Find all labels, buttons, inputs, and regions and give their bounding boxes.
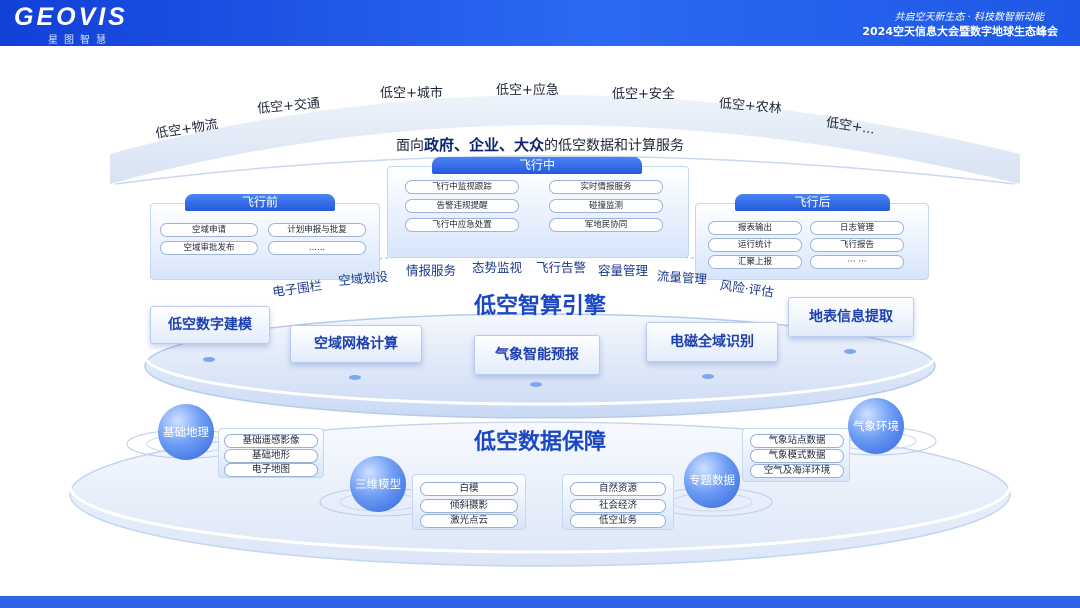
data-item: 倾斜摄影: [420, 499, 518, 513]
card-anchor: [844, 349, 856, 354]
data-item: 自然资源: [570, 482, 666, 496]
mid-item: 飞行中监视跟踪: [405, 180, 519, 194]
pre-item: ......: [268, 241, 366, 255]
weather-environment-sphere: 气象环境: [848, 398, 904, 454]
mid-item: 军地民协同: [549, 218, 663, 232]
card-anchor: [203, 357, 215, 362]
post-item: 汇聚上报: [708, 255, 802, 269]
data-item: 基础地形: [224, 449, 318, 463]
scenario-security: 低空+安全: [612, 87, 675, 102]
data-item: 空气及海洋环境: [750, 464, 844, 478]
pre-flight-tab: 飞行前: [185, 194, 335, 211]
thematic-data-sphere: 专题数据: [684, 452, 740, 508]
data-item: 低空业务: [570, 514, 666, 528]
logo-subtitle: 星图智慧: [48, 35, 112, 46]
data-item: 气象模式数据: [750, 449, 844, 463]
slogan: 共启空天新生态 · 科技数智新动能: [894, 12, 1044, 23]
card-anchor: [349, 375, 361, 380]
mid-item: 飞行中应急处置: [405, 218, 519, 232]
mid-item: 碰撞监测: [549, 199, 663, 213]
engine-card: 电磁全域识别: [646, 322, 778, 362]
post-item: 日志管理: [810, 221, 904, 235]
service-title-prefix: 面向: [395, 138, 424, 154]
engine-card: 低空数字建模: [150, 306, 270, 344]
3d-model-sphere: 三维模型: [350, 456, 406, 512]
header-bar: [0, 0, 1080, 46]
mid-item: 实时情报服务: [549, 180, 663, 194]
geovis-logo: GEOVIS: [14, 3, 128, 31]
pre-item: 空域审批发布: [160, 241, 258, 255]
card-anchor: [702, 374, 714, 379]
card-anchor: [530, 382, 542, 387]
service-title: 面向政府、企业、大众的低空数据和计算服务: [0, 134, 1080, 155]
post-flight-tab: 飞行后: [735, 194, 890, 211]
pre-item: 计划申报与批复: [268, 223, 366, 237]
post-item: 飞行报告: [810, 238, 904, 252]
post-item: ··· ···: [810, 255, 904, 269]
conference-title: 2024空天信息大会暨数字地球生态峰会: [862, 25, 1058, 38]
capability-label: 飞行告警: [536, 260, 587, 275]
data-item: 基础遥感影像: [224, 434, 318, 448]
data-item: 气象站点数据: [750, 434, 844, 448]
service-title-highlight: 政府、企业、大众: [423, 136, 544, 154]
engine-title: 低空智算引擎: [473, 294, 606, 319]
engine-card: 空域网格计算: [290, 325, 422, 363]
capability-label: 情报服务: [406, 263, 457, 278]
capability-label: 容量管理: [598, 263, 649, 278]
data-item: 激光点云: [420, 514, 518, 528]
engine-card: 气象智能预报: [474, 335, 600, 375]
scenario-arc: [110, 95, 1020, 184]
basic-geography-sphere: 基础地理: [158, 404, 214, 460]
scenario-emergency: 低空+应急: [496, 83, 559, 98]
capability-label: 态势监视: [472, 260, 523, 275]
data-item: 白模: [420, 482, 518, 496]
scenario-city: 低空+城市: [380, 86, 443, 101]
data-title: 低空数据保障: [473, 430, 606, 455]
post-item: 运行统计: [708, 238, 802, 252]
capability-label: 流量管理: [656, 268, 708, 287]
service-title-suffix: 的低空数据和计算服务: [544, 138, 684, 154]
data-item: 电子地图: [224, 463, 318, 477]
data-item: 社会经济: [570, 499, 666, 513]
footer-bar: [0, 596, 1080, 608]
pre-item: 空域申请: [160, 223, 258, 237]
in-flight-tab: 飞行中: [432, 157, 642, 174]
mid-item: 告警违规提醒: [405, 199, 519, 213]
post-item: 报表输出: [708, 221, 802, 235]
engine-card: 地表信息提取: [788, 297, 914, 337]
